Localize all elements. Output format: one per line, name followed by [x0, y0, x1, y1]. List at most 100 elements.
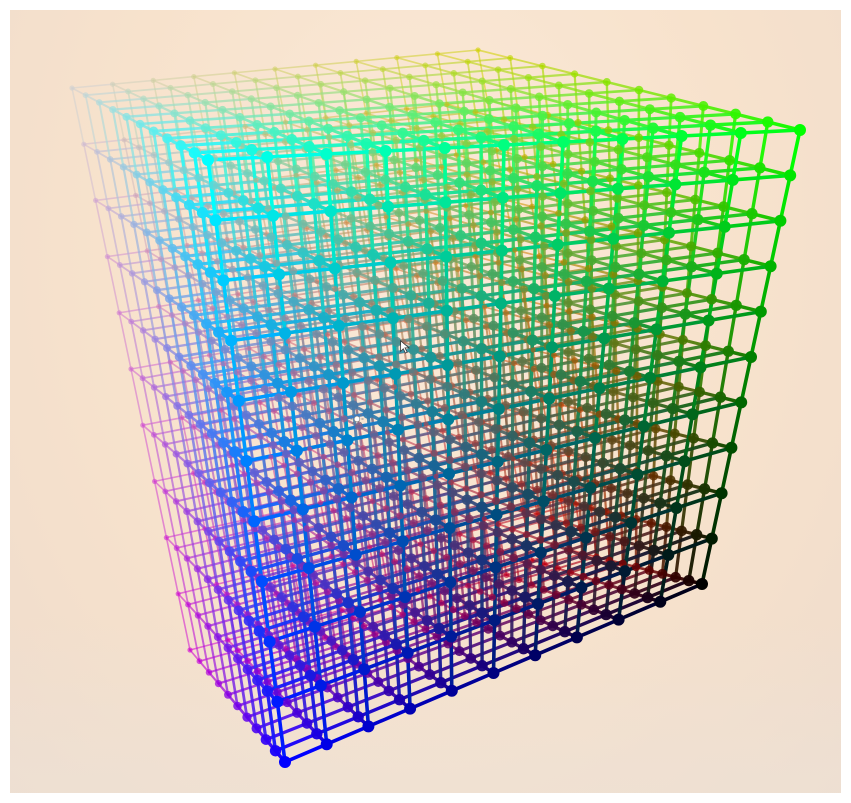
lattice-edge — [219, 490, 232, 553]
lattice-node — [524, 315, 532, 323]
lattice-node — [237, 505, 249, 518]
lattice-node — [346, 214, 356, 223]
lattice-edge — [579, 587, 624, 607]
lattice-node — [206, 428, 217, 439]
lattice-edge — [685, 436, 696, 487]
lattice-node — [198, 279, 207, 288]
lattice-node — [346, 122, 353, 129]
lattice-node — [438, 164, 445, 171]
lattice-edge — [349, 211, 401, 220]
lattice-node — [460, 441, 472, 453]
lattice-edge — [465, 157, 519, 165]
lattice-node — [252, 311, 263, 323]
lattice-node — [193, 565, 202, 573]
viewport[interactable] — [10, 10, 841, 793]
lattice-node — [476, 469, 486, 479]
lattice-node — [583, 353, 594, 364]
lattice-node — [443, 183, 451, 191]
lattice-edge — [501, 143, 506, 200]
lattice-node — [360, 167, 371, 177]
lattice-edge — [557, 80, 608, 87]
lattice-edge — [187, 413, 200, 475]
lattice-edge — [152, 433, 167, 493]
lattice-node — [594, 506, 606, 518]
lattice-node — [418, 134, 430, 147]
lattice-node — [522, 488, 534, 501]
lattice-node — [252, 202, 264, 214]
lattice-node — [170, 109, 179, 118]
lattice-edge — [138, 119, 192, 126]
lattice-edge — [83, 143, 97, 202]
lattice-node — [642, 171, 655, 183]
lattice-edge — [341, 286, 395, 297]
lattice-node — [506, 502, 516, 512]
lattice-node — [82, 92, 89, 99]
lattice-edge — [494, 499, 546, 517]
lattice-edge — [442, 143, 506, 150]
lattice-edge — [236, 363, 280, 374]
lattice-node — [471, 439, 480, 448]
lattice-edge — [196, 257, 252, 266]
lattice-node — [260, 385, 269, 394]
lattice-node — [334, 461, 341, 468]
lattice-edge — [664, 406, 675, 458]
lattice-edge — [465, 498, 470, 555]
lattice-node — [401, 646, 414, 659]
lattice-edge — [163, 130, 206, 137]
lattice-edge — [192, 151, 205, 215]
lattice-edge — [666, 536, 714, 557]
lattice-edge — [152, 129, 165, 192]
lattice-node — [541, 271, 549, 280]
lattice-edge — [315, 181, 327, 237]
lattice-node — [524, 73, 533, 82]
lattice-node — [203, 230, 212, 240]
lattice-edge — [192, 313, 205, 376]
lattice-node — [183, 555, 191, 562]
lattice-edge — [573, 72, 608, 84]
lattice-edge — [550, 294, 557, 350]
lattice-edge — [177, 347, 227, 359]
lattice-node — [269, 745, 282, 757]
lattice-edge — [277, 630, 322, 647]
lattice-node — [328, 262, 341, 275]
color-cube-lattice[interactable] — [10, 10, 841, 793]
lattice-node — [303, 304, 314, 315]
lattice-node — [267, 209, 280, 222]
lattice-edge — [396, 427, 403, 488]
lattice-edge — [290, 134, 349, 141]
lattice-node — [298, 423, 306, 432]
lattice-node — [450, 70, 458, 77]
lattice-edge — [678, 112, 738, 119]
lattice-node — [391, 423, 404, 436]
lattice-node — [440, 304, 453, 317]
lattice-node — [386, 84, 394, 92]
lattice-edge — [588, 436, 597, 490]
lattice-node — [557, 136, 570, 148]
lattice-edge — [398, 385, 449, 398]
lattice-edge — [552, 286, 611, 298]
lattice-node — [654, 595, 667, 608]
lattice-edge — [406, 502, 413, 560]
lattice-node — [487, 269, 498, 279]
lattice-edge — [275, 86, 299, 97]
lattice-edge — [231, 86, 278, 93]
lattice-node — [308, 620, 321, 633]
lattice-node — [261, 685, 274, 697]
lattice-edge — [84, 94, 98, 153]
lattice-edge — [175, 452, 188, 513]
lattice-node — [196, 658, 203, 665]
lattice-node — [279, 756, 291, 768]
lattice-edge — [291, 591, 339, 609]
lattice-edge — [221, 278, 233, 343]
lattice-edge — [620, 572, 664, 591]
lattice-node — [423, 208, 429, 214]
lattice-edge — [148, 180, 161, 242]
lattice-edge — [168, 297, 181, 359]
lattice-node — [274, 543, 283, 552]
lattice-node — [383, 505, 390, 512]
lattice-edge — [541, 448, 549, 504]
lattice-node — [233, 701, 242, 711]
lattice-node — [338, 289, 349, 300]
lattice-edge — [631, 385, 681, 399]
lattice-node — [193, 517, 202, 526]
